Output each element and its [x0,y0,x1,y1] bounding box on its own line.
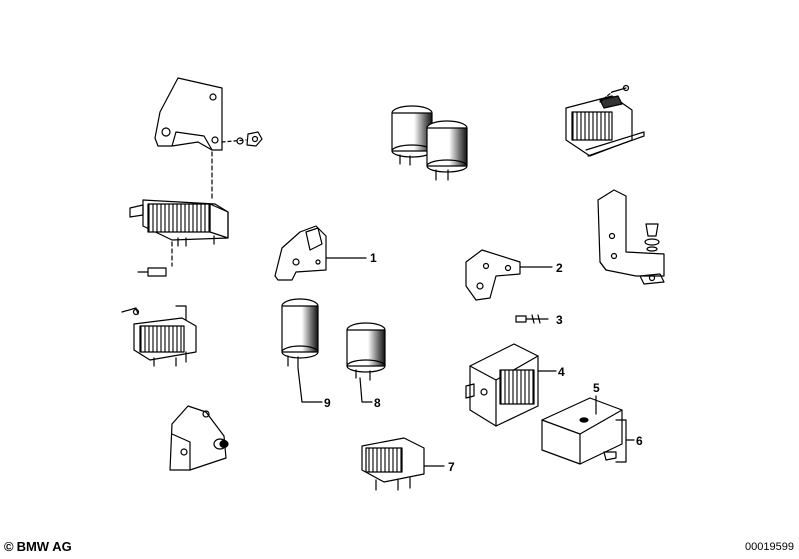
cylinder-relays-top-center [391,105,468,181]
bracket-item-2 [465,249,553,301]
bracket-item-1 [274,225,367,281]
cylinder-relay-item-9 [281,298,321,403]
callout-9: 9 [324,396,331,410]
regulator-item-4 [465,343,557,427]
callout-5: 5 [593,381,600,395]
mounting-bracket-top-left [154,77,263,201]
callout-4: 4 [558,365,565,379]
bracket-bottom-left [169,405,229,471]
copyright-brand: ©BMW AG [4,539,72,554]
callout-2: 2 [556,261,563,275]
relay-mid-left [121,305,197,367]
bracket-right [597,189,665,285]
callout-7: 7 [448,460,455,474]
relay-top-left [129,199,229,277]
relay-top-right [565,84,645,157]
screw-item-3 [515,314,549,324]
callout-6: 6 [636,434,643,448]
cover-item-5-6 [541,395,635,465]
callout-1: 1 [370,251,377,265]
copyright-symbol: © [4,539,14,554]
callout-3: 3 [556,313,563,327]
brand-name: BMW AG [16,539,72,554]
relay-item-7 [361,437,445,491]
drawing-number: 00019599 [745,541,794,553]
cylinder-relay-item-8 [346,322,386,403]
callout-8: 8 [374,396,381,410]
